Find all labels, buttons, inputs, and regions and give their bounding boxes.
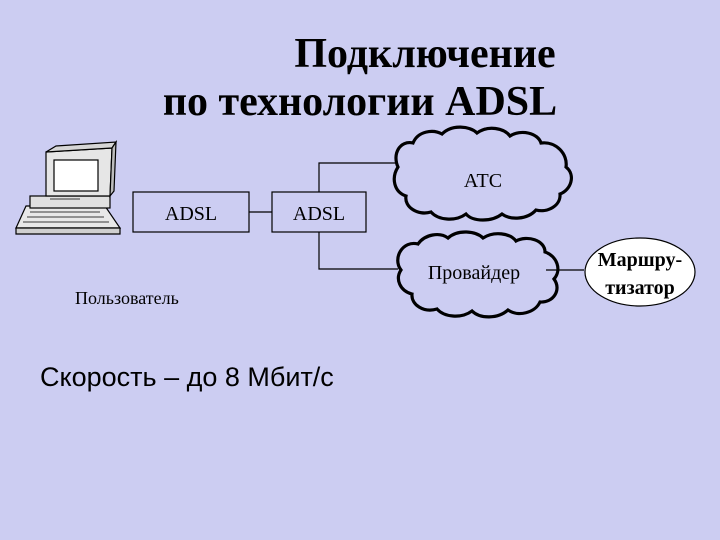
user-label: Пользователь	[75, 288, 179, 308]
computer-icon	[15, 139, 122, 235]
link-to-provider	[318, 232, 398, 270]
title-line-1: Подключение	[294, 31, 556, 77]
speed-caption: Скорость – до 8 Мбит/с	[40, 362, 334, 392]
exchange-modem-label: ADSL	[293, 203, 345, 225]
cloud-icon	[392, 125, 573, 222]
provider-label: Провайдер	[428, 262, 520, 284]
router-node	[584, 237, 696, 307]
cloud-icon	[396, 230, 560, 319]
router-label-line-2: тизатор	[605, 277, 675, 299]
link-to-atc	[318, 162, 398, 192]
atc-label: АТС	[464, 170, 502, 192]
title-line-2: по технологии ADSL	[162, 79, 558, 125]
slide-title: Подключение по технологии ADSL	[0, 30, 720, 126]
user-modem-label: ADSL	[165, 203, 217, 225]
router-label-line-1: Маршру-	[598, 249, 682, 271]
